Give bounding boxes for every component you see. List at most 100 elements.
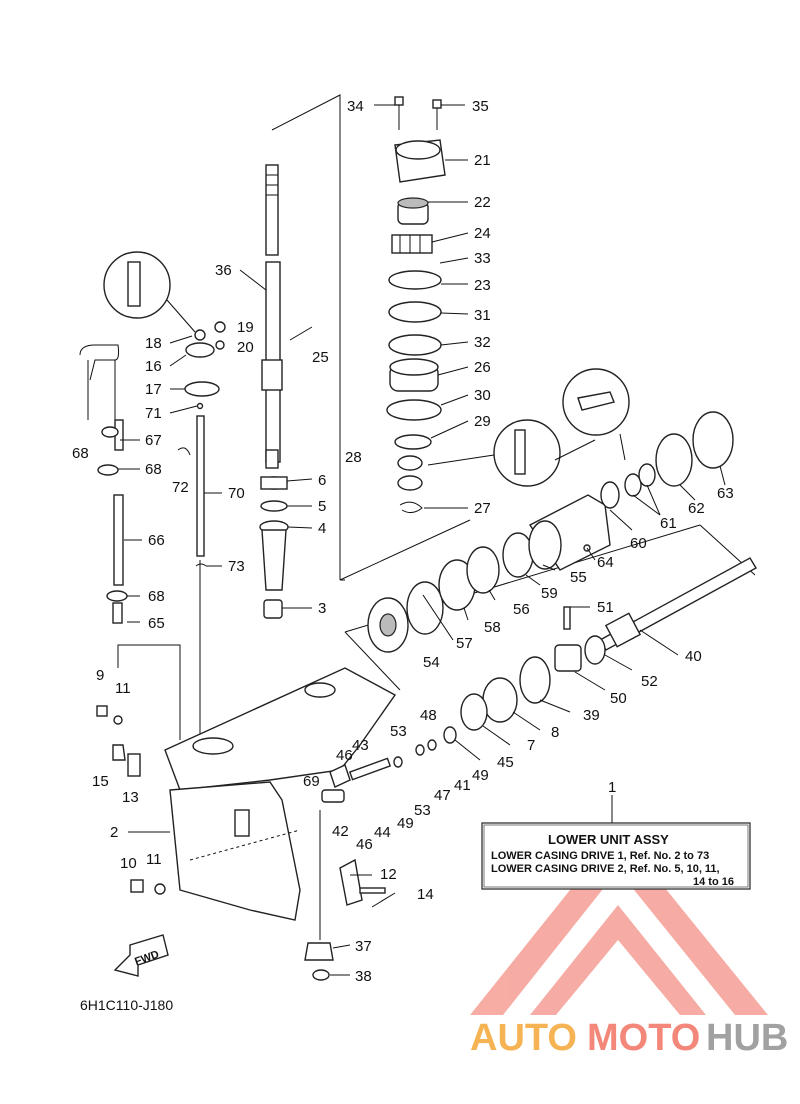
part-label: 60 <box>630 535 647 552</box>
part-label: 21 <box>474 152 491 169</box>
part-label: 66 <box>148 532 165 549</box>
part-label: 17 <box>145 381 162 398</box>
watermark-text-auto: AUTO <box>470 1017 577 1059</box>
watermark-text-moto: MOTO <box>587 1017 700 1059</box>
part-label: 44 <box>374 824 391 841</box>
part-label: 3 <box>318 600 326 617</box>
part-label: 45 <box>497 754 514 771</box>
part-label: 11 <box>146 851 162 868</box>
part-label: 28 <box>345 449 362 466</box>
part-label: 33 <box>474 250 491 267</box>
part-label: 6 <box>318 472 326 489</box>
part-labels: 34 35 21 22 24 33 23 31 32 26 30 29 28 2… <box>72 98 734 985</box>
callout-circles <box>103 251 630 487</box>
shift-rod-group <box>79 321 226 624</box>
part-label: 53 <box>390 723 407 740</box>
part-label: 9 <box>96 667 104 684</box>
part-label: 67 <box>145 432 162 449</box>
part-label: 30 <box>474 387 491 404</box>
part-label: 37 <box>355 938 372 955</box>
part-label: 14 <box>417 886 434 903</box>
part-label: 73 <box>228 558 245 575</box>
part-label: 39 <box>583 707 600 724</box>
fwd-arrow-icon: FWD <box>113 934 169 977</box>
part-label: 29 <box>474 413 491 430</box>
part-label: 68 <box>148 588 165 605</box>
part-label: 55 <box>570 569 587 586</box>
part-label: 4 <box>318 520 326 537</box>
part-label: 35 <box>472 98 489 115</box>
part-label: 20 <box>237 339 254 356</box>
note-box-line3: 14 to 16 <box>693 876 734 888</box>
bearing-parts-6-5-4 <box>259 476 289 619</box>
note-box-title: LOWER UNIT ASSY <box>548 832 669 847</box>
part-label: 40 <box>685 648 702 665</box>
part-label: 18 <box>145 335 162 352</box>
part-label: 31 <box>474 307 491 324</box>
part-label: 32 <box>474 334 491 351</box>
drive-shaft <box>261 164 283 469</box>
part-label: 12 <box>380 866 397 883</box>
part-label: 65 <box>148 615 165 632</box>
lower-casing <box>164 667 397 921</box>
part-label: 25 <box>312 349 329 366</box>
part-label: 23 <box>474 277 491 294</box>
part-label: 27 <box>474 500 491 517</box>
part-label: 24 <box>474 225 491 242</box>
part-label: 43 <box>352 737 369 754</box>
part-label: 7 <box>527 737 535 754</box>
drawing-code: 6H1C110-J180 <box>80 997 173 1013</box>
part-label: 58 <box>484 619 501 636</box>
part-label: 47 <box>434 787 451 804</box>
leader-lines <box>118 104 726 976</box>
part-label: 46 <box>356 836 373 853</box>
watermark-text-hub: HUB <box>706 1017 788 1059</box>
note-box-line1: LOWER CASING DRIVE 1, Ref. No. 2 to 73 <box>491 850 709 862</box>
part-label: 22 <box>474 194 491 211</box>
part-label: 11 <box>115 680 131 697</box>
part-label: 46 <box>336 747 353 764</box>
propeller-shaft-group <box>321 557 757 803</box>
forward-gear-group <box>367 411 734 653</box>
part-label: 69 <box>303 773 320 790</box>
note-box-line2: LOWER CASING DRIVE 2, Ref. No. 5, 10, 11… <box>491 863 720 875</box>
part-label: 53 <box>414 802 431 819</box>
part-label: 16 <box>145 358 162 375</box>
part-label: 72 <box>172 479 189 496</box>
small-parts-left <box>96 705 386 981</box>
part-label: 51 <box>597 599 614 616</box>
group-lines <box>117 94 756 740</box>
part-label: 36 <box>215 262 232 279</box>
part-label: 8 <box>551 724 559 741</box>
part-label: 41 <box>454 777 471 794</box>
part-label: 1 <box>608 779 616 796</box>
part-label: 70 <box>228 485 245 502</box>
part-label: 62 <box>688 500 705 517</box>
part-label: 68 <box>145 461 162 478</box>
part-label: 2 <box>110 824 118 841</box>
note-box: LOWER UNIT ASSY LOWER CASING DRIVE 1, Re… <box>481 822 751 890</box>
part-label: 71 <box>145 405 162 422</box>
part-label: 54 <box>423 654 440 671</box>
part-label: 61 <box>660 515 677 532</box>
part-label: 49 <box>397 815 414 832</box>
part-label: 64 <box>597 554 614 571</box>
part-label: 50 <box>610 690 627 707</box>
part-label: 5 <box>318 498 326 515</box>
part-label: 48 <box>420 707 437 724</box>
water-pump-stack <box>386 96 446 514</box>
part-label: 42 <box>332 823 349 840</box>
part-label: 63 <box>717 485 734 502</box>
part-label: 56 <box>513 601 530 618</box>
part-label: 49 <box>472 767 489 784</box>
part-label: 19 <box>237 319 254 336</box>
watermark-text: AUTO MOTO HUB <box>470 1017 788 1059</box>
part-label: 15 <box>92 773 109 790</box>
part-label: 59 <box>541 585 558 602</box>
part-label: 13 <box>122 789 139 806</box>
part-label: 68 <box>72 445 89 462</box>
part-label: 38 <box>355 968 372 985</box>
part-label: 34 <box>347 98 364 115</box>
part-label: 10 <box>120 855 137 872</box>
